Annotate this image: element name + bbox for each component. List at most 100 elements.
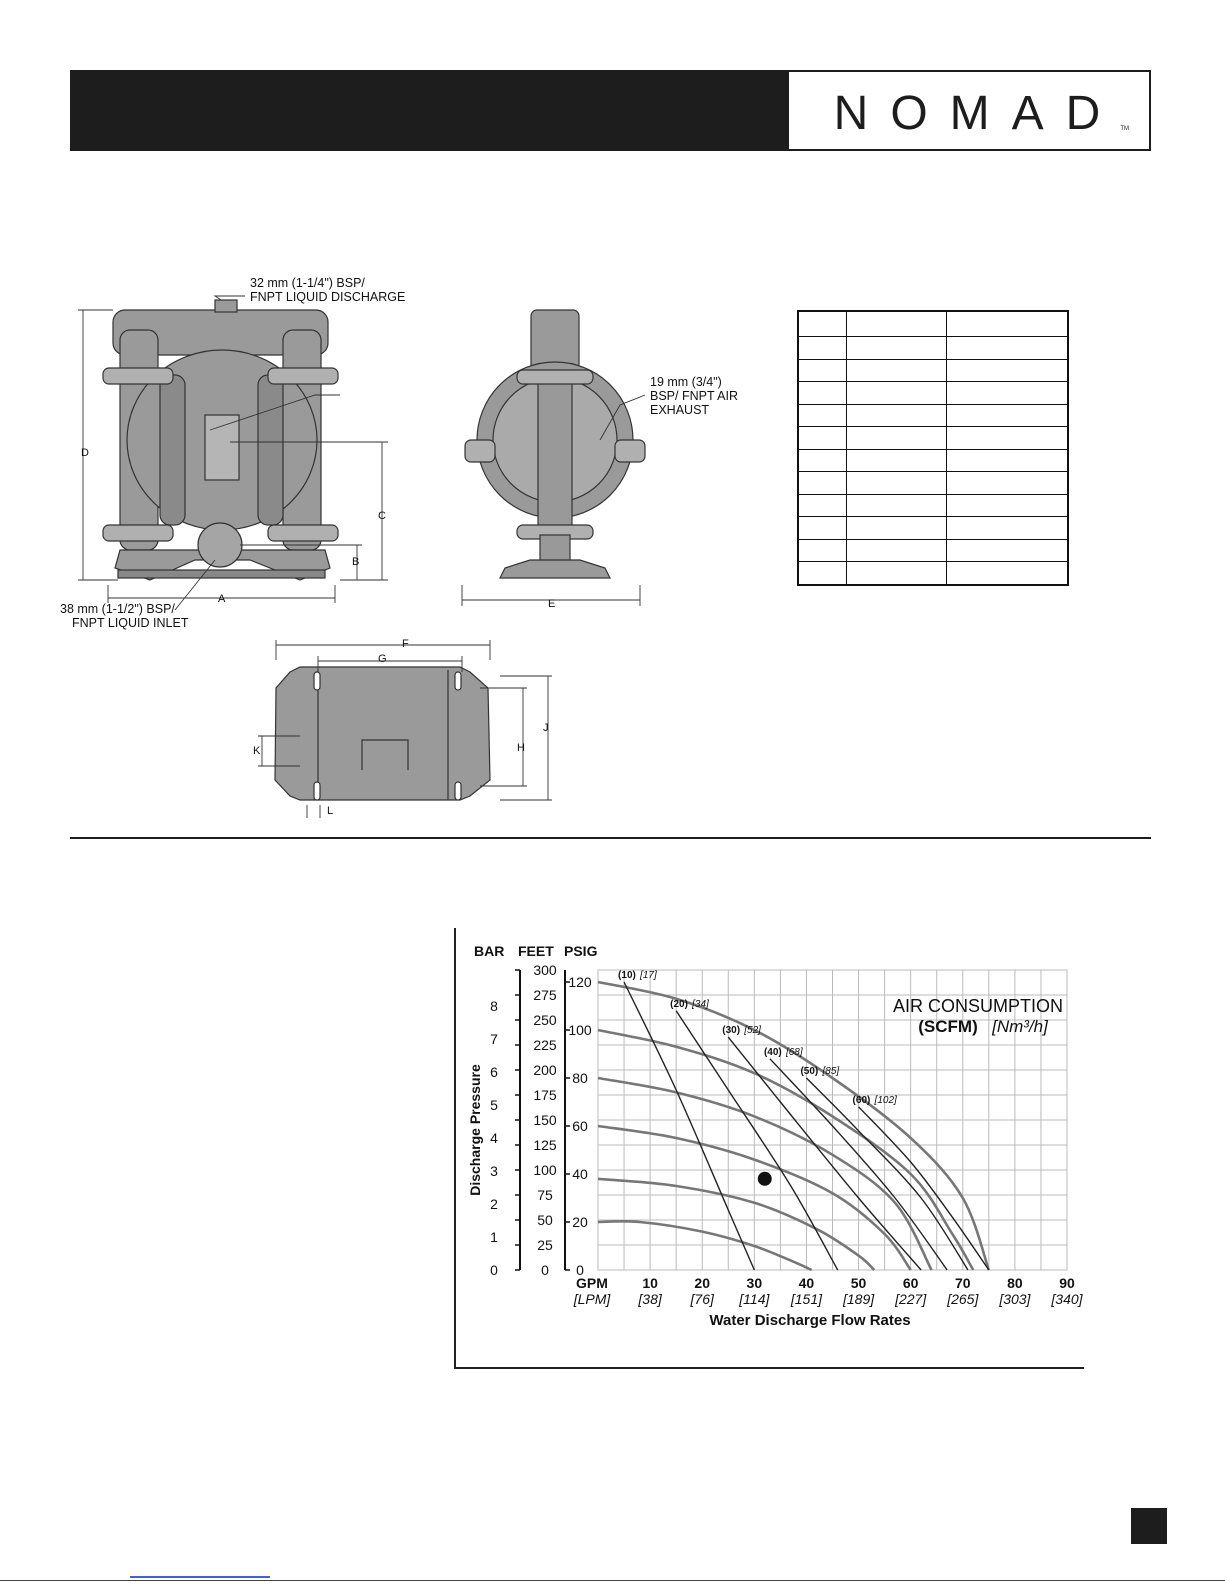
table-cell xyxy=(797,358,847,382)
exhaust-label-line1: 19 mm (3/4") xyxy=(650,375,722,389)
x-tick-lpm: [265] xyxy=(946,1291,979,1307)
table-row xyxy=(797,516,1069,540)
x-tick-lpm: [227] xyxy=(894,1291,927,1307)
table-cell xyxy=(797,471,847,495)
logo-trademark: TM xyxy=(1120,126,1129,132)
table-cell xyxy=(797,426,847,450)
footer-line xyxy=(0,1580,1225,1581)
front-view-drawing xyxy=(102,299,339,581)
table-row xyxy=(797,471,1069,495)
air-consumption-curve-2 xyxy=(675,1010,839,1271)
header-bar xyxy=(70,70,787,151)
feet-tick-label: 0 xyxy=(541,1262,549,1278)
air-consumption-curve-1 xyxy=(623,981,755,1271)
table-row xyxy=(797,426,1069,450)
pressure-curve-40 xyxy=(597,1177,876,1271)
pressure-curve-120 xyxy=(597,980,991,1271)
x-axis-title: Water Discharge Flow Rates xyxy=(709,1312,910,1329)
chart-frame-bottom xyxy=(454,1367,1084,1369)
table-cell xyxy=(945,561,1069,585)
table-row xyxy=(797,336,1069,360)
pressure-curve-20 xyxy=(597,1219,813,1272)
operating-point-marker xyxy=(757,1171,772,1186)
table-cell xyxy=(845,561,947,585)
bar-tick-label: 0 xyxy=(490,1262,498,1278)
table-cell xyxy=(797,561,847,585)
axis-psig-label: PSIG xyxy=(564,943,598,959)
air-consumption-curve-3 xyxy=(727,1036,922,1271)
x-tick-gpm: 50 xyxy=(851,1275,867,1291)
feet-tick-label: 75 xyxy=(537,1187,553,1203)
exhaust-label-line2: BSP/ FNPT AIR xyxy=(650,389,738,403)
table-cell xyxy=(945,471,1069,495)
air-curve-scfm-label: (10) xyxy=(618,970,636,981)
bar-tick-label: 1 xyxy=(490,1229,498,1245)
dim-J: J xyxy=(543,722,549,734)
bar-tick-label: 6 xyxy=(490,1064,498,1080)
dim-B: B xyxy=(352,556,360,568)
discharge-label-line2: FNPT LIQUID DISCHARGE xyxy=(250,290,406,304)
bar-tick-label: 5 xyxy=(490,1097,498,1113)
chart-subtitle-scfm: (SCFM) xyxy=(918,1017,977,1036)
air-curve-nm3-label: [102] xyxy=(874,1095,897,1106)
chart-subtitle-nm3: [Nm³/h] xyxy=(991,1017,1049,1036)
air-curve-scfm-label: (30) xyxy=(722,1025,740,1036)
y-axis-title: Discharge Pressure xyxy=(467,1064,483,1196)
table-row xyxy=(797,403,1069,427)
table-cell xyxy=(945,448,1069,472)
feet-tick-label: 225 xyxy=(533,1037,557,1053)
x-tick-gpm: 90 xyxy=(1059,1275,1075,1291)
table-cell xyxy=(845,310,947,337)
air-curve-nm3-label: [17] xyxy=(639,970,657,981)
table-cell xyxy=(797,538,847,562)
x-unit-lpm: [LPM] xyxy=(573,1291,612,1307)
table-cell xyxy=(797,516,847,540)
exhaust-label-line3: EXHAUST xyxy=(650,403,710,417)
x-tick-gpm: 60 xyxy=(903,1275,919,1291)
table-cell xyxy=(845,516,947,540)
x-tick-gpm: 10 xyxy=(642,1275,658,1291)
table-cell xyxy=(797,336,847,360)
table-row xyxy=(797,381,1069,405)
dim-H: H xyxy=(517,742,525,754)
table-cell xyxy=(945,381,1069,405)
air-curve-scfm-label: (20) xyxy=(670,999,688,1010)
dim-C: C xyxy=(378,510,386,522)
table-cell xyxy=(945,538,1069,562)
psig-tick-label: 100 xyxy=(568,1022,592,1038)
table-cell xyxy=(845,336,947,360)
footer-link[interactable] xyxy=(130,1576,270,1578)
table-row xyxy=(797,448,1069,472)
table-cell xyxy=(845,493,947,517)
axis-feet-label: FEET xyxy=(518,943,554,959)
table-cell xyxy=(845,448,947,472)
table-cell xyxy=(945,516,1069,540)
bar-tick-label: 8 xyxy=(490,998,498,1014)
dim-A: A xyxy=(218,593,226,605)
table-row xyxy=(797,310,1069,337)
bar-tick-label: 7 xyxy=(490,1031,498,1047)
side-view-drawing xyxy=(464,309,646,579)
table-cell xyxy=(945,403,1069,427)
table-cell xyxy=(797,493,847,517)
air-curve-scfm-label: (40) xyxy=(764,1047,782,1058)
dim-D: D xyxy=(81,447,89,459)
x-tick-lpm: [114] xyxy=(738,1291,770,1307)
air-curve-nm3-label: [85] xyxy=(821,1066,839,1077)
table-cell xyxy=(845,426,947,450)
page-number-box xyxy=(1131,1508,1167,1544)
air-consumption-curve-4 xyxy=(769,1058,948,1271)
section-divider xyxy=(70,837,1151,839)
air-consumption-curve-6 xyxy=(858,1106,990,1271)
feet-tick-label: 175 xyxy=(533,1087,557,1103)
air-curve-nm3-label: [68] xyxy=(785,1047,803,1058)
x-tick-lpm: [151] xyxy=(790,1291,823,1307)
table-row xyxy=(797,358,1069,382)
feet-tick-label: 200 xyxy=(533,1062,557,1078)
x-tick-gpm: 80 xyxy=(1007,1275,1023,1291)
logo-text: NOMAD xyxy=(833,87,1123,140)
table-cell xyxy=(945,493,1069,517)
bar-tick-label: 4 xyxy=(490,1130,498,1146)
table-row xyxy=(797,538,1069,562)
air-curve-nm3-label: [34] xyxy=(691,999,709,1010)
